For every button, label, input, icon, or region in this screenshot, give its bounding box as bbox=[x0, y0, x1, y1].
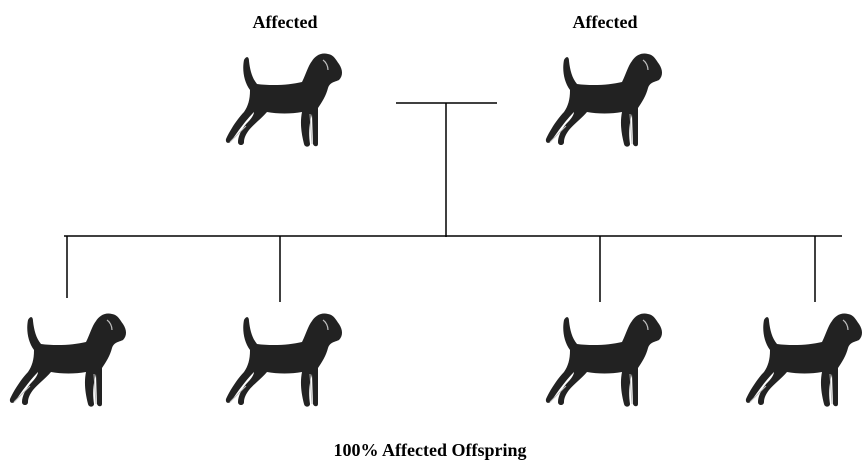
offspring-dog-icon bbox=[745, 312, 863, 408]
parent-dog-icon bbox=[545, 52, 663, 148]
offspring-dog-icon bbox=[9, 312, 127, 408]
parent-label-right: Affected bbox=[572, 12, 638, 32]
offspring-dog-icon bbox=[225, 312, 343, 408]
offspring-dog-icon bbox=[545, 312, 663, 408]
offspring-caption: 100% Affected Offspring bbox=[333, 440, 527, 460]
parent-dog-icon bbox=[225, 52, 343, 148]
parent-label-left: Affected bbox=[252, 12, 318, 32]
